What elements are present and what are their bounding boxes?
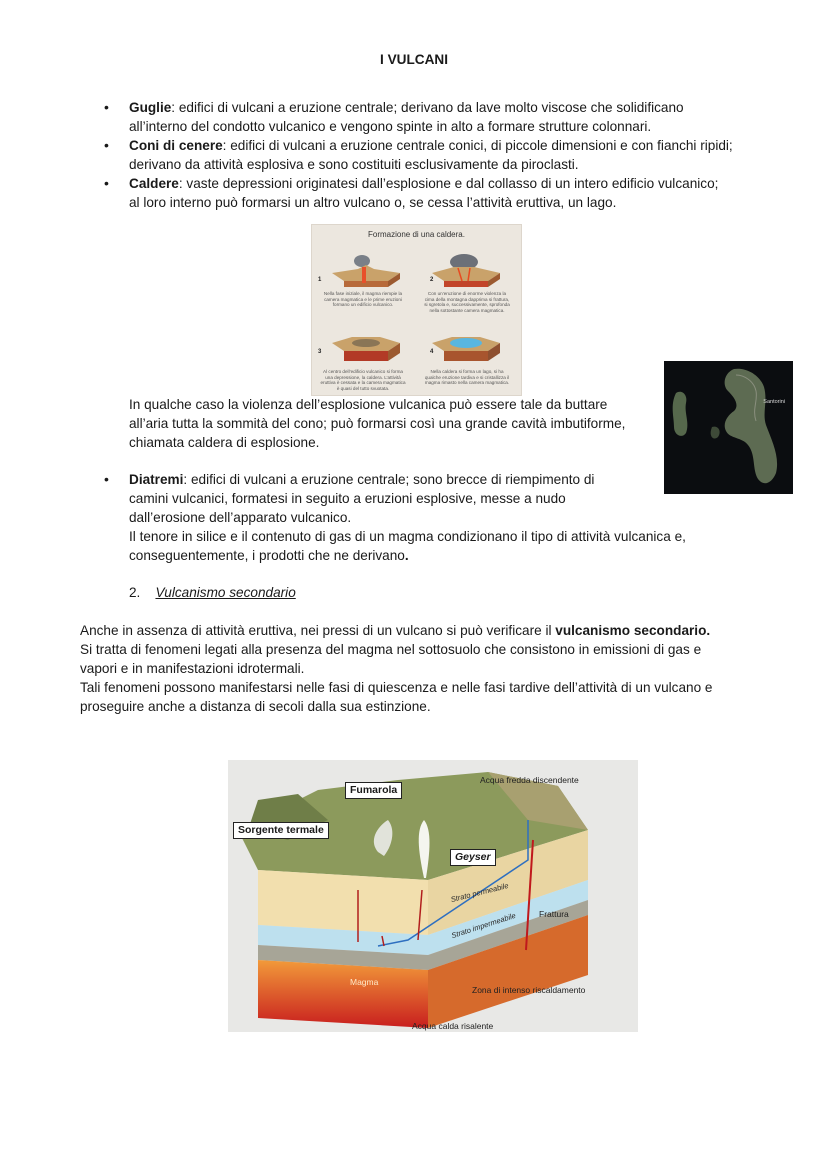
definition: : edifici di vulcani a eruzione centrale… [222, 138, 733, 153]
cold-water-label: Acqua fredda discendente [480, 775, 579, 785]
section-title: Vulcanismo secondario [155, 585, 296, 600]
silica-paragraph: Il tenore in silice e il contenuto di ga… [129, 527, 749, 565]
geyser-label: Geyser [450, 849, 496, 866]
paragraph-line: vapori e in manifestazioni idrotermali. [80, 661, 305, 676]
santorini-satellite-image: Santorini [664, 361, 793, 494]
caldera-figure: Formazione di una caldera. 1 Nella fase … [311, 224, 522, 396]
panel-caption: Nella caldera si forma un lago, si ha qu… [424, 369, 510, 386]
thermal-spring-label: Sorgente termale [233, 822, 329, 839]
paragraph-line: chiamata caldera di esplosione. [129, 435, 320, 450]
paragraph-line: In qualche caso la violenza dell’esplosi… [129, 397, 608, 412]
figure-title: Formazione di una caldera. [368, 230, 465, 239]
caldera-stage-1-illustration [332, 255, 400, 287]
paragraph-end: . [404, 548, 409, 563]
paragraph-line: Il tenore in silice e il contenuto di ga… [129, 529, 686, 544]
panel-caption: Con un’eruzione di enorme violenza la ci… [424, 291, 510, 313]
caldera-paragraph: In qualche caso la violenza dell’esplosi… [129, 395, 649, 452]
caldera-stage-4-illustration [432, 337, 500, 361]
paragraph-line: Si tratta di fenomeni legati alla presen… [80, 642, 702, 657]
page-title: I VULCANI [380, 52, 448, 67]
paragraph-line: Tali fenomeni possono manifestarsi nelle… [80, 680, 713, 695]
section-number: 2. [129, 585, 141, 600]
magma-label: Magma [350, 977, 379, 987]
definition-cont: dall’erosione dell’apparato vulcanico. [129, 510, 352, 525]
definition-cont: al loro interno può formarsi un altro vu… [129, 195, 617, 210]
panel-number: 4 [430, 349, 434, 355]
secondary-volcanism-diagram: Acqua fredda discendente Fumarola Sorgen… [228, 760, 638, 1032]
definition: : edifici di vulcani a eruzione centrale… [183, 472, 595, 487]
paragraph-line: Anche in assenza di attività eruttiva, n… [80, 623, 556, 638]
diatremi-list: Diatremi: edifici di vulcani a eruzione … [104, 470, 664, 527]
term: Coni di cenere [129, 138, 223, 153]
panel-caption: Al centro dell’edificio vulcanico si for… [320, 369, 406, 391]
heating-zone-label: Zona di intenso riscaldamento [472, 985, 586, 995]
paragraph-bold: vulcanismo secondario. [555, 623, 711, 638]
list-item: Guglie: edifici di vulcani a eruzione ce… [104, 98, 764, 136]
term: Caldere [129, 176, 179, 191]
list-item: Coni di cenere: edifici di vulcani a eru… [104, 136, 764, 174]
definition-cont: camini vulcanici, formatesi in seguito a… [129, 491, 566, 506]
list-item: Diatremi: edifici di vulcani a eruzione … [104, 470, 664, 527]
fracture-label: Frattura [539, 909, 569, 919]
caldera-stage-2-illustration [432, 254, 500, 287]
panel-caption: Nella fase iniziale, il magma riempie la… [323, 291, 403, 308]
panel-number: 1 [318, 277, 322, 283]
santorini-label: Santorini [763, 399, 785, 405]
definition-cont: derivano da attività esplosiva e sono co… [129, 157, 579, 172]
list-item: Caldere: vaste depressioni originatesi d… [104, 174, 764, 212]
panel-number: 2 [430, 277, 434, 283]
paragraph-line: all’aria tutta la sommità del cono; può … [129, 416, 626, 431]
landform-list: Guglie: edifici di vulcani a eruzione ce… [104, 98, 764, 212]
term: Guglie [129, 100, 172, 115]
caldera-stage-3-illustration [332, 337, 400, 361]
paragraph-line: proseguire anche a distanza di secoli da… [80, 699, 431, 714]
fumarola-label: Fumarola [345, 782, 403, 799]
hot-water-label: Acqua calda risalente [412, 1021, 494, 1031]
definition: : edifici di vulcani a eruzione centrale… [171, 100, 684, 115]
santorini-island-shape [672, 368, 778, 484]
secondary-paragraph: Anche in assenza di attività eruttiva, n… [80, 621, 760, 716]
term: Diatremi [129, 472, 184, 487]
paragraph-line: conseguentemente, i prodotti che ne deri… [129, 548, 405, 563]
definition-cont: all’interno del condotto vulcanico e ven… [129, 119, 652, 134]
definition: : vaste depressioni originatesi dall’esp… [178, 176, 719, 191]
panel-number: 3 [318, 349, 322, 355]
section-heading: 2. Vulcanismo secondario [129, 583, 296, 602]
